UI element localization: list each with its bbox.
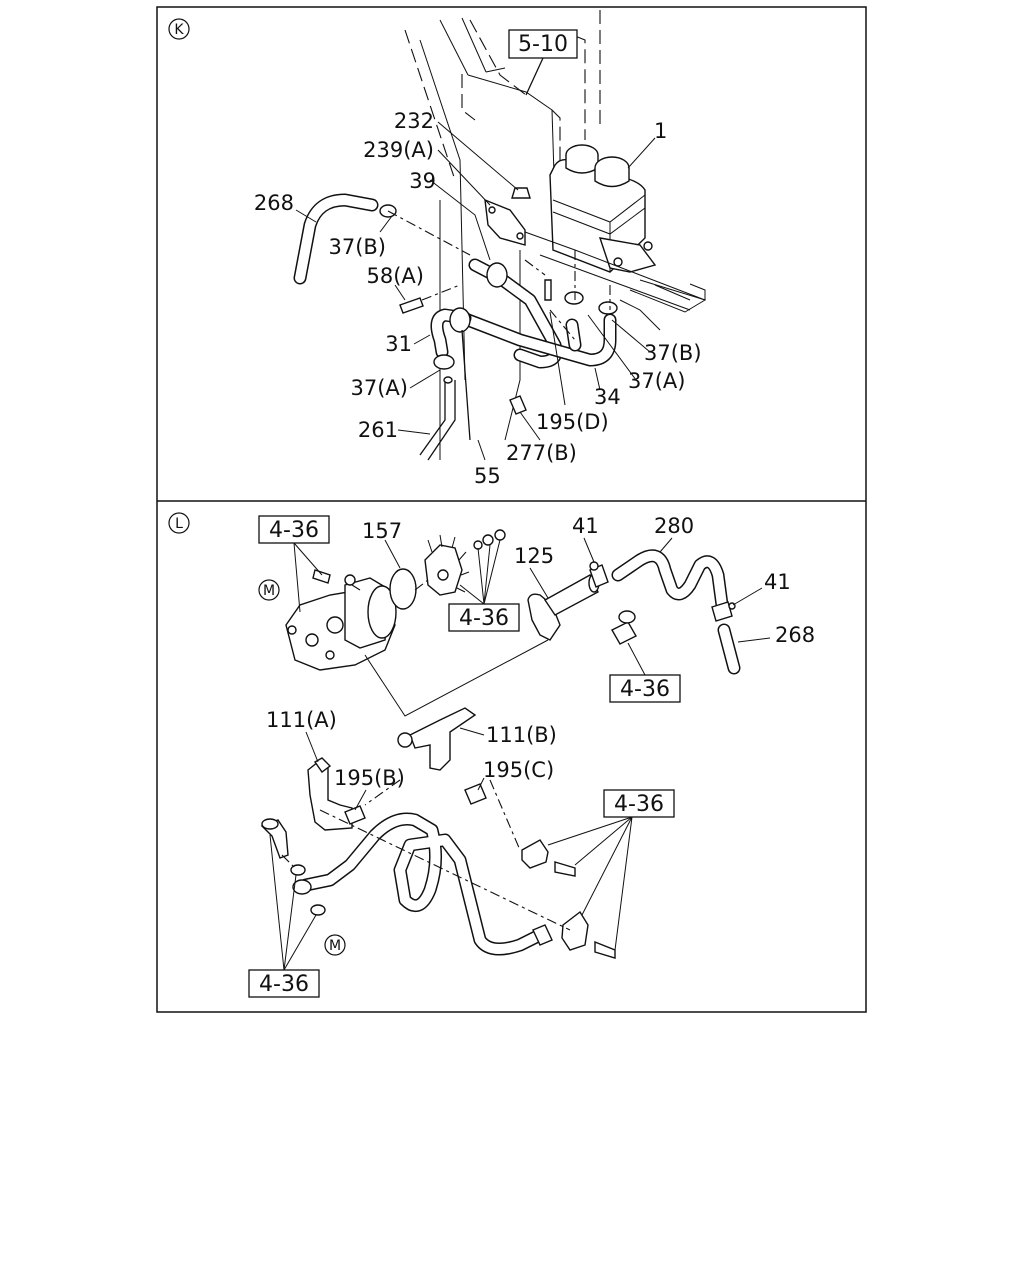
label-58a: 58(A) — [367, 264, 424, 288]
label-232: 232 — [394, 109, 434, 133]
label-37a-left: 37(A) — [351, 376, 408, 400]
power-steering-pump — [285, 569, 397, 671]
bracket-111a — [307, 757, 353, 831]
o-ring-157 — [389, 568, 417, 610]
ref-box-4-36-fitting: 4-36 — [609, 642, 681, 703]
pipe-261 — [419, 380, 456, 461]
small-rings — [473, 529, 506, 550]
bolts-k — [399, 279, 552, 415]
ref-box-4-36-bottom: 4-36 — [248, 834, 320, 998]
ref-box-4-36-fitting-text: 4-36 — [620, 677, 670, 702]
pump-to-fitting-line — [364, 639, 549, 717]
label-268-l: 268 — [775, 623, 815, 647]
marker-m-top-text: M — [263, 583, 275, 599]
pressure-pipe — [292, 812, 553, 956]
ref-box-5-10-text: 5-10 — [518, 32, 568, 57]
diagram-frame — [156, 6, 867, 1013]
label-34: 34 — [594, 385, 621, 409]
fitting-125 — [527, 573, 600, 641]
mounting-bracket — [484, 187, 531, 246]
label-111b: 111(B) — [486, 723, 557, 747]
label-195d: 195(D) — [536, 410, 609, 434]
panel-l-letter: L — [175, 516, 183, 532]
pump-rotor — [424, 534, 470, 596]
label-39: 39 — [409, 169, 436, 193]
label-268-k: 268 — [254, 191, 294, 215]
cab-panel-outline — [404, 10, 601, 460]
label-1: 1 — [654, 119, 667, 143]
ref-box-4-36-clamps-text: 4-36 — [614, 792, 664, 817]
label-195c: 195(C) — [483, 758, 554, 782]
marker-m-top: M — [258, 579, 280, 601]
pipe-55 — [461, 329, 471, 441]
hose-268-lower — [717, 623, 741, 675]
clamp-block-upper — [521, 839, 576, 877]
washer-upper — [290, 864, 306, 876]
label-55: 55 — [474, 464, 501, 488]
ref-box-4-36-bottom-text: 4-36 — [259, 972, 309, 997]
leader-lines-k — [295, 121, 656, 461]
label-195b: 195(B) — [334, 766, 405, 790]
hose-34 — [461, 313, 617, 367]
marker-m-bottom-text: M — [329, 938, 341, 954]
label-37a-right: 37(A) — [628, 369, 685, 393]
label-37b-left: 37(B) — [328, 235, 386, 259]
label-280: 280 — [654, 514, 694, 538]
clamp-41-right — [711, 601, 736, 622]
banjo-bolt — [260, 818, 289, 859]
label-239a: 239(A) — [363, 138, 434, 162]
label-277b: 277(B) — [506, 441, 577, 465]
ref-box-4-36-top-left: 4-36 — [258, 515, 330, 613]
hose-280 — [611, 549, 729, 612]
clamps-k — [433, 291, 618, 384]
label-41-top: 41 — [572, 514, 599, 538]
clamp-block-lower — [561, 910, 616, 959]
label-125: 125 — [514, 544, 554, 568]
label-41-right: 41 — [764, 570, 791, 594]
union-bolt — [611, 610, 637, 645]
label-37b-right: 37(B) — [644, 341, 702, 365]
alignment-lines-k — [387, 210, 611, 341]
ref-box-5-10: 5-10 — [508, 29, 578, 96]
panel-k-letter: K — [174, 22, 184, 38]
ref-box-4-36-clamps: 4-36 — [547, 789, 675, 951]
reservoir-tank — [549, 144, 657, 273]
hose-31 — [430, 307, 472, 359]
panel-k: K — [168, 10, 707, 488]
panel-l: L — [168, 512, 815, 998]
marker-m-bottom: M — [324, 934, 346, 956]
label-111a: 111(A) — [266, 708, 337, 732]
bracket-111b — [397, 707, 477, 771]
bolt-195c — [464, 783, 487, 805]
hose-268-upper — [293, 193, 397, 285]
washer-lower — [310, 904, 326, 916]
panel-k-marker — [168, 18, 190, 40]
leader-lines-l — [305, 537, 771, 811]
label-157: 157 — [362, 519, 402, 543]
bolt-195b — [344, 805, 366, 825]
alignment-lines-l — [281, 579, 571, 931]
frame-beam — [524, 231, 707, 331]
panel-l-marker — [168, 512, 190, 534]
ref-box-4-36-seal-kit-text: 4-36 — [459, 606, 509, 631]
ref-box-4-36-top-left-text: 4-36 — [269, 518, 319, 543]
label-31: 31 — [385, 332, 412, 356]
label-261: 261 — [358, 418, 398, 442]
ref-box-4-36-seal-kit: 4-36 — [448, 539, 520, 632]
